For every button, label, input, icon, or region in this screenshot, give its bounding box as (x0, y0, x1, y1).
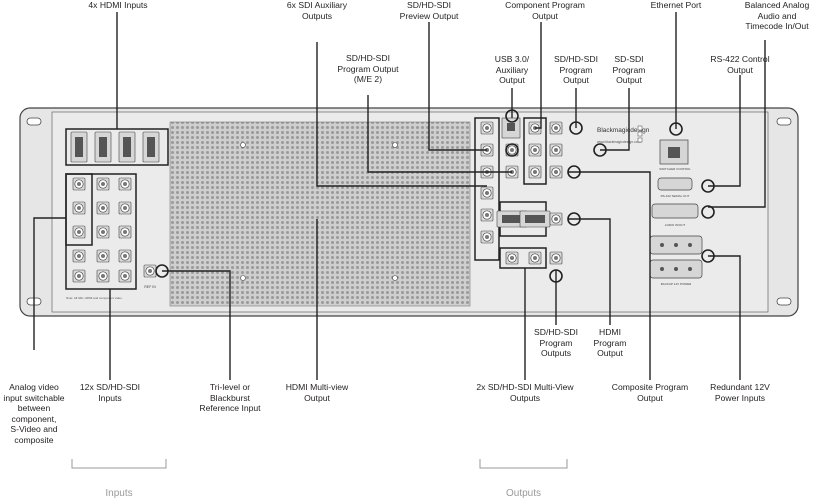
rack-hole (26, 117, 42, 126)
rs422-connector (657, 177, 693, 191)
audio-connector (651, 203, 699, 219)
rack-hole (776, 297, 792, 306)
brand-text: Blackmagicdesign (597, 127, 650, 134)
rs422-panel-text: RS-422 SERIAL OUT (661, 194, 690, 198)
label-ethernet-port: Ethernet Port (650, 0, 702, 10)
rack-hole (776, 117, 792, 126)
website-text: www.blackmagicdesign.com (597, 140, 641, 144)
audio-panel-text: AUDIO IN/OUT (665, 223, 686, 227)
group-outputs-label: Outputs (505, 488, 542, 499)
vent-grille (169, 121, 471, 307)
power-panel-text: BACKUP 12V POWER (661, 282, 692, 286)
svg-text:Note: All SDI, HDMI and compon: Note: All SDI, HDMI and component video (66, 296, 122, 300)
group-inputs-label: Inputs (105, 488, 133, 499)
ref-in-panel-text: REF IN (144, 285, 156, 289)
switcher-control-text: SWITCHER CONTROL (659, 167, 691, 171)
label-hdmi-inputs: 4x HDMI Inputs (88, 0, 148, 10)
